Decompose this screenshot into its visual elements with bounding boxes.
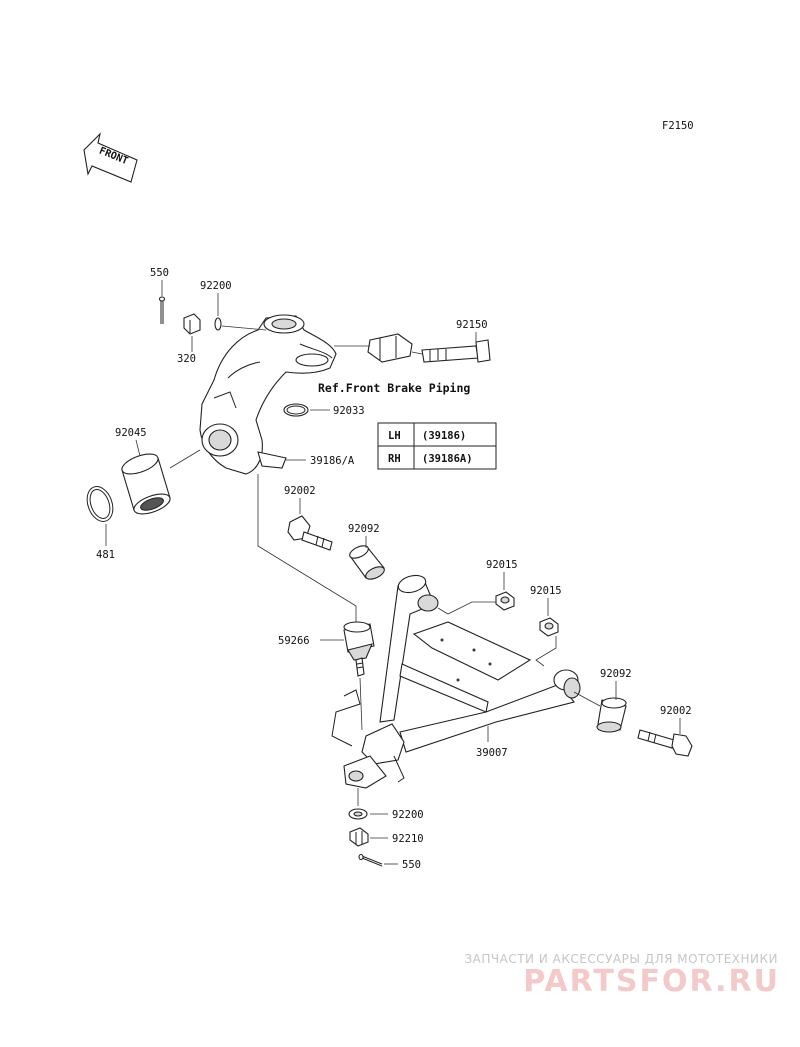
snap-ring-92033 (283, 403, 309, 417)
castle-nut-320 (183, 313, 201, 335)
brake-line-clip (331, 689, 361, 747)
label-59266: 59266 (278, 635, 310, 647)
label-92002-left: 92002 (284, 485, 316, 497)
label-481: 481 (96, 549, 115, 561)
washer-92200-top (214, 317, 222, 331)
bushing-92092-right (596, 697, 627, 733)
label-550-bottom: 550 (402, 859, 421, 871)
nut-92015-a (495, 591, 515, 611)
label-39007: 39007 (476, 747, 508, 759)
a-arm-39007 (343, 574, 581, 789)
figure-code: F2150 (662, 120, 694, 132)
nut-92015-b (539, 617, 559, 637)
brake-hose-bracket (367, 333, 413, 363)
table-row-lh-side: LH (388, 430, 401, 442)
label-550-top: 550 (150, 267, 169, 279)
bolt-92002-right (637, 729, 693, 757)
bolt-92150 (421, 339, 491, 363)
table-row-rh-part: (39186A) (422, 453, 473, 465)
label-92150: 92150 (456, 319, 488, 331)
label-39186A: 39186/A (310, 455, 355, 467)
castle-nut-92210 (349, 827, 369, 847)
bearing-92045 (121, 453, 171, 515)
label-92200-bottom: 92200 (392, 809, 424, 821)
side-table: LH (39186) RH (39186A) (377, 422, 497, 470)
circlip-481 (86, 486, 114, 522)
table-row-rh-side: RH (388, 453, 401, 465)
reference-note: Ref.Front Brake Piping (318, 381, 470, 395)
cotter-pin-550-top (158, 296, 166, 324)
label-92200-top: 92200 (200, 280, 232, 292)
table-row-lh-part: (39186) (422, 430, 466, 442)
watermark-tagline: ЗАПЧАСТИ И АКСЕССУАРЫ ДЛЯ МОТОТЕХНИКИ (464, 952, 778, 966)
label-320: 320 (177, 353, 196, 365)
bushing-92092-left (349, 545, 385, 580)
label-92002-right: 92002 (660, 705, 692, 717)
label-92015-a: 92015 (486, 559, 518, 571)
steering-knuckle (199, 314, 337, 475)
cotter-pin-550-bottom (358, 853, 383, 867)
label-92092-left: 92092 (348, 523, 380, 535)
label-92092-right: 92092 (600, 668, 632, 680)
watermark-brand: PARTSFOR.RU (523, 964, 780, 999)
label-92210: 92210 (392, 833, 424, 845)
ball-joint-59266 (343, 621, 375, 677)
front-arrow-icon: FRONT (83, 132, 138, 183)
label-92033: 92033 (333, 405, 365, 417)
label-92015-b: 92015 (530, 585, 562, 597)
washer-92200-bottom (348, 808, 368, 820)
bolt-92002-left (287, 515, 333, 551)
label-92045: 92045 (115, 427, 147, 439)
